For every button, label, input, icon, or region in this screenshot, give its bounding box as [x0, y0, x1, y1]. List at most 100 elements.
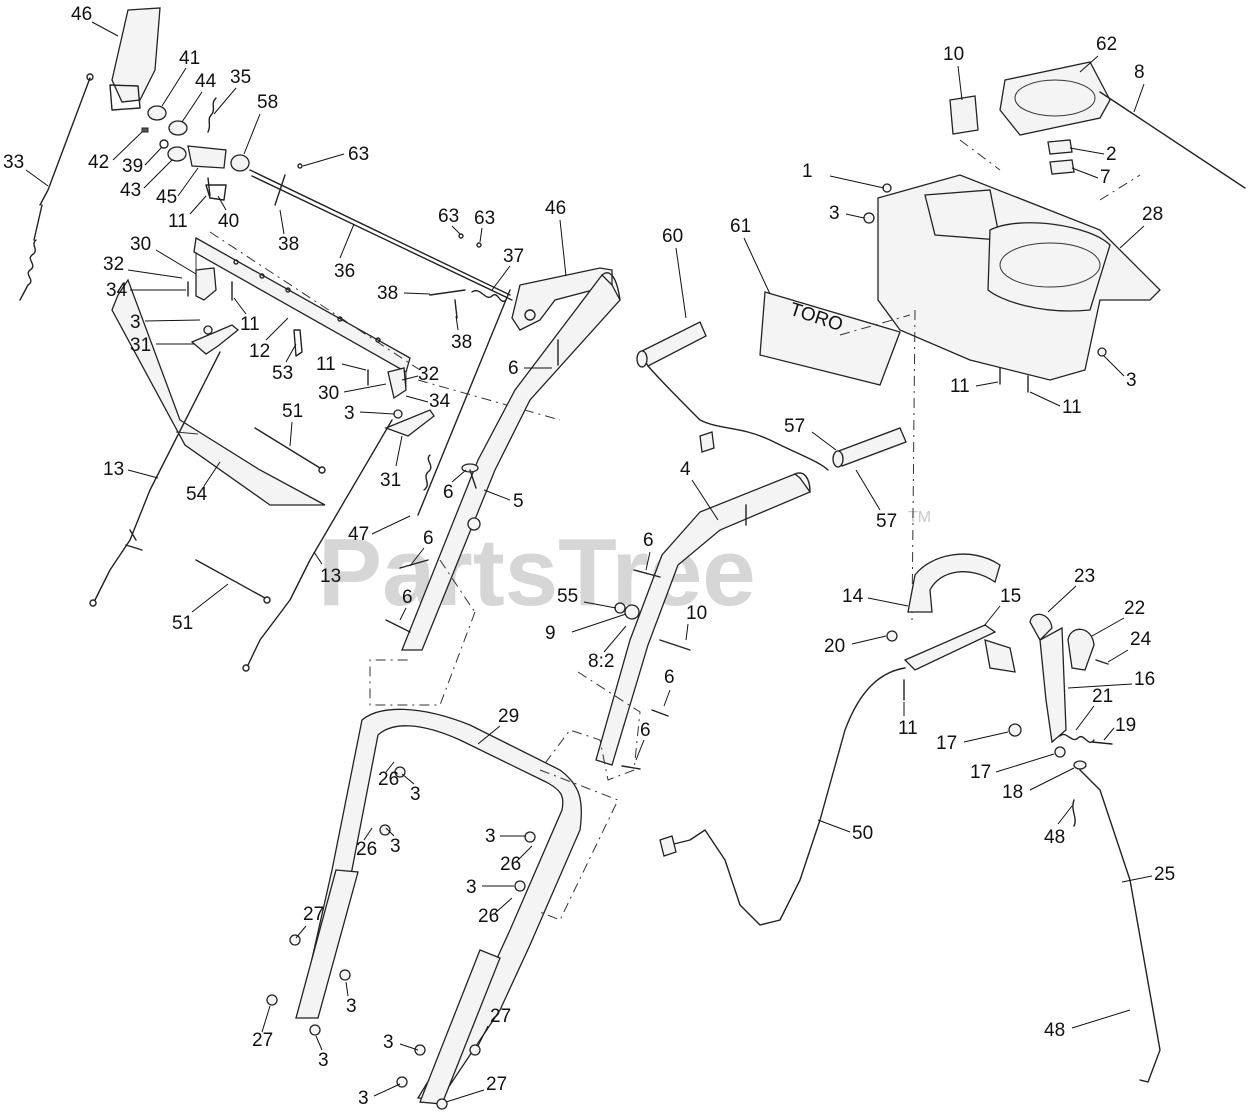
callout-54: 54: [186, 484, 208, 505]
callout-32-left: 32: [103, 254, 124, 275]
callout-38-mid2: 38: [451, 332, 472, 353]
callout-46: 46: [71, 4, 92, 25]
callout-24: 24: [1130, 629, 1152, 650]
callout-62: 1: [802, 161, 813, 182]
callout-3-left: 3: [130, 312, 141, 333]
callout-11-chute-a: 11: [950, 376, 970, 397]
callout-40: 40: [218, 211, 239, 232]
callout-46-mid: 46: [545, 198, 566, 219]
callout-1: 29: [498, 706, 519, 727]
callout-3-lower-c: 3: [485, 826, 496, 847]
callout-3-lower-d: 3: [466, 877, 477, 898]
callout-57-b: 57: [876, 511, 897, 532]
callout-7-d: 26: [478, 906, 499, 927]
callout-7-b: 26: [356, 839, 377, 860]
callout-11-top: 11: [168, 211, 188, 232]
upper-handle-left: [369, 272, 621, 706]
callout-63-b: 63: [438, 206, 459, 227]
callout-3-mid: 3: [344, 403, 355, 424]
callout-55: 10: [943, 44, 964, 65]
callout-53: 53: [272, 363, 293, 384]
callout-2-a: 27: [303, 904, 324, 925]
callout-45: 45: [156, 187, 177, 208]
callout-30-left: 30: [130, 234, 151, 255]
callout-44: 44: [195, 71, 217, 92]
cables: [89, 351, 393, 672]
callout-38-mid: 38: [377, 283, 398, 304]
callout-3-lower-e: 3: [346, 996, 357, 1017]
callout-11-lower: 11: [898, 718, 918, 739]
callout-32-mid: 32: [418, 364, 439, 385]
callout-31-left: 31: [130, 335, 151, 356]
callout-22: 22: [1124, 598, 1145, 619]
callout-47: 47: [348, 524, 369, 545]
callout-14: 14: [842, 586, 864, 607]
callout-3-lower-f: 3: [318, 1050, 329, 1071]
callout-6-c: 6: [423, 528, 434, 549]
shift-lever-assembly: [659, 553, 1161, 1083]
callout-36: 36: [334, 261, 355, 282]
callout-27: 8:2: [588, 651, 614, 672]
callout-10-a: 2: [1106, 144, 1117, 165]
callout-10-b: 7: [1100, 167, 1111, 188]
callout-labels: 46 41 44 35 58 63 33 42 39 43 45 11 40 3…: [3, 4, 1175, 1109]
callout-51-bottom: 51: [172, 613, 193, 634]
callout-18: 18: [1002, 782, 1023, 803]
callout-48-b: 48: [1044, 1020, 1065, 1041]
callout-34-mid: 34: [429, 391, 451, 412]
callout-6-a: 6: [508, 358, 519, 379]
callout-42: 42: [88, 152, 109, 173]
callout-4: 4: [680, 459, 691, 480]
callout-3-lower-b: 3: [390, 836, 401, 857]
callout-3-lower-a: 3: [410, 784, 421, 805]
callout-61: 61: [730, 216, 751, 237]
shift-handle-assembly: [19, 7, 613, 516]
callout-63-c: 63: [474, 208, 495, 229]
handle-grips: [636, 321, 907, 471]
callout-33: 33: [3, 152, 24, 173]
callout-3-chute-right: 3: [1126, 370, 1137, 391]
callout-48-a: 48: [1044, 827, 1065, 848]
callout-57-a: 57: [784, 416, 805, 437]
chute-crank-tube: [111, 278, 326, 604]
callout-3-chute-left: 3: [829, 203, 840, 224]
callout-17-a: 17: [936, 733, 957, 754]
callout-58: 58: [257, 92, 278, 113]
lower-handle: [266, 708, 619, 1110]
callout-3-lower-g: 3: [383, 1032, 394, 1053]
callout-37: 37: [503, 246, 524, 267]
callout-35: 35: [230, 67, 251, 88]
callout-41: 41: [179, 48, 200, 69]
callout-8-2: 8: [1134, 62, 1145, 83]
callout-16: 16: [1134, 669, 1155, 690]
watermark-trademark: TM: [908, 509, 931, 526]
callout-51-top: 51: [282, 401, 303, 422]
callout-15: 15: [1000, 586, 1021, 607]
chute-housing: TORO: [759, 61, 1246, 621]
callout-7-a: 26: [378, 769, 399, 790]
callout-21: 21: [1092, 686, 1113, 707]
callout-13-mid: 13: [320, 566, 341, 587]
callout-63: 63: [348, 144, 369, 165]
callout-6-b: 6: [443, 482, 454, 503]
callout-2-c: 27: [490, 1006, 511, 1027]
callout-39: 39: [122, 156, 143, 177]
callout-17-b: 17: [970, 762, 991, 783]
upper-handle-right: [539, 472, 812, 781]
callout-43: 43: [120, 180, 141, 201]
callout-6-g: 6: [640, 720, 651, 741]
callout-2-d: 27: [486, 1074, 507, 1095]
callout-11-mid: 11: [316, 354, 336, 375]
callout-8: 28: [1142, 204, 1163, 225]
callout-29: 55: [557, 586, 578, 607]
callout-28: 9: [545, 623, 556, 644]
callout-38-top: 38: [278, 234, 299, 255]
callout-6-d: 6: [402, 587, 413, 608]
callout-11-left: 11: [240, 314, 260, 335]
callout-13-left: 13: [103, 459, 124, 480]
callout-11-chute-b: 11: [1062, 397, 1082, 418]
callout-26: 10: [686, 603, 707, 624]
callout-6-e: 6: [643, 530, 654, 551]
callout-23: 23: [1074, 566, 1095, 587]
